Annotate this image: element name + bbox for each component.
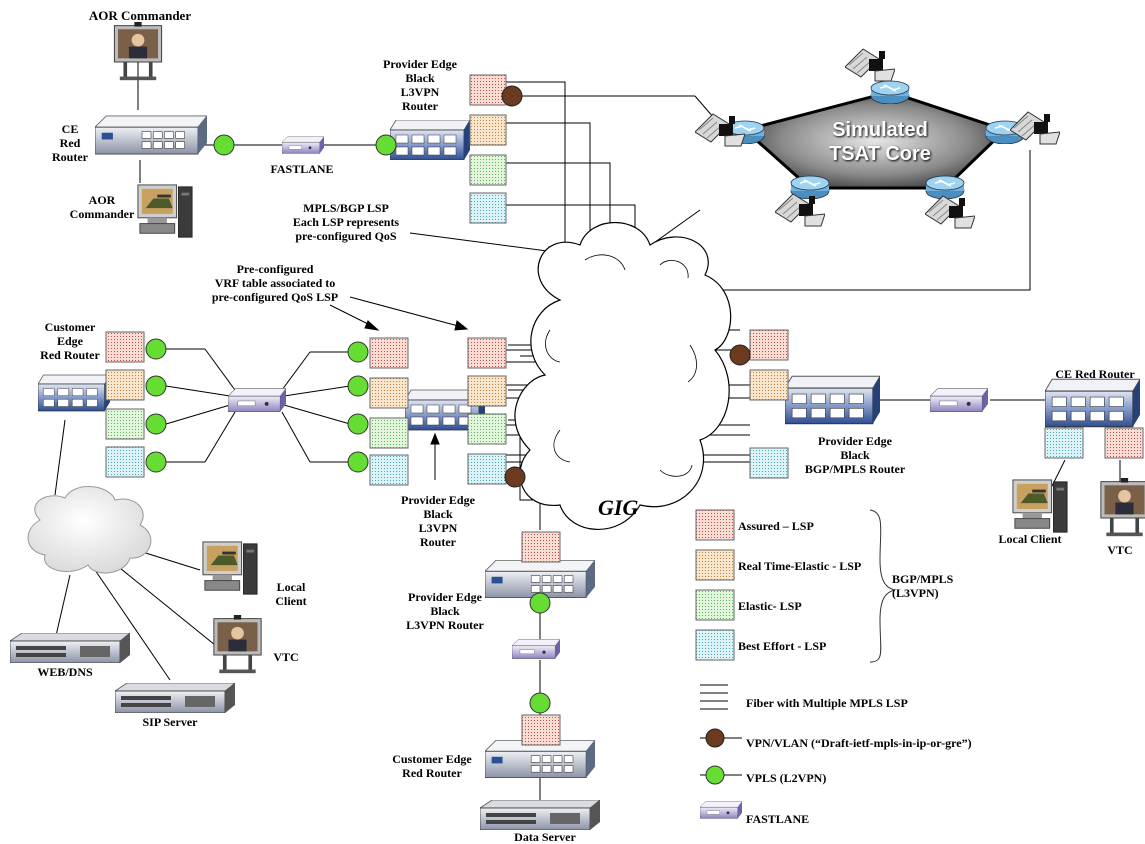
label-customer-edge-red-router-left: Customer Edge Red Router <box>40 320 100 362</box>
legend-best-effort-label: Best Effort - LSP <box>738 639 827 653</box>
vpls-dots <box>145 134 551 714</box>
legend-vpn-vlan-label: VPN/VLAN (“Draft-ietf-mpls-in-ip-or-gre”… <box>746 736 972 750</box>
label-pe-black-l3vpn-top: Provider Edge Black L3VPN Router <box>383 57 457 113</box>
vpn-dots <box>501 85 751 488</box>
label-sip-server: SIP Server <box>142 715 198 729</box>
legend-graphics <box>695 509 896 785</box>
lsp-boxes <box>105 74 1144 746</box>
label-aor-commander-top: AOR Commander <box>88 8 192 23</box>
label-pe-black-l3vpn-bottom: Provider Edge Black L3VPN Router <box>406 590 484 632</box>
label-customer-edge-red-router-bottom: Customer Edge Red Router <box>392 752 472 780</box>
label-vtc-left: VTC <box>273 650 299 664</box>
label-gig: GIG <box>598 495 639 520</box>
label-pe-black-bgp-mpls: Provider Edge Black BGP/MPLS Router <box>804 434 906 476</box>
gig-cloud <box>514 222 732 530</box>
label-mpls-bgp-lsp: MPLS/BGP LSP Each LSP represents pre-con… <box>292 201 400 243</box>
label-web-dns: WEB/DNS <box>37 665 93 679</box>
legend-fastlane-label: FASTLANE <box>746 812 810 826</box>
label-vrf-table: Pre-configured VRF table associated to p… <box>211 262 339 304</box>
label-tsat-core: Simulated TSAT Core <box>829 119 931 165</box>
legend-bgp-mpls-label: BGP/MPLS (L3VPN) <box>892 572 954 600</box>
callout-arrows <box>329 232 562 480</box>
label-local-client-left: Local Client <box>275 580 307 608</box>
label-pe-black-l3vpn-center: Provider Edge Black L3VPN Router <box>401 493 475 549</box>
label-fastlane-top: FASTLANE <box>270 162 334 176</box>
label-ce-red-router-left: CE Red Router <box>52 122 88 164</box>
legend-elastic-label: Elastic- LSP <box>738 599 802 613</box>
lan-cloud <box>27 485 152 574</box>
legend-fiber-label: Fiber with Multiple MPLS LSP <box>746 696 908 710</box>
label-local-client-right: Local Client <box>998 532 1062 546</box>
label-ce-red-router-right: CE Red Router <box>1055 367 1135 381</box>
legend-vpls-label: VPLS (L2VPN) <box>746 771 827 785</box>
label-aor-commander-bottom: AOR Commander <box>69 193 135 221</box>
label-vtc-right: VTC <box>1107 543 1133 557</box>
label-data-server: Data Server <box>514 830 576 844</box>
legend-assured-label: Assured – LSP <box>738 519 814 533</box>
legend-real-time-elastic-label: Real Time-Elastic - LSP <box>738 559 862 573</box>
